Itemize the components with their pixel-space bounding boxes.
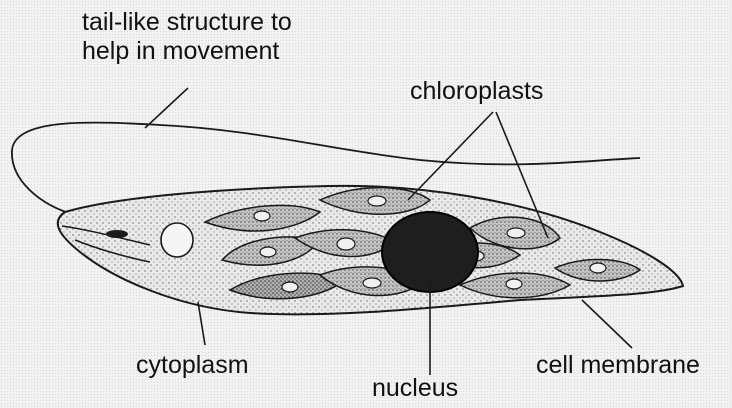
leader-line-tail bbox=[145, 88, 188, 128]
pyrenoid bbox=[260, 247, 276, 257]
pyrenoid bbox=[337, 238, 355, 250]
cytoplasm-label: cytoplasm bbox=[136, 351, 249, 380]
eyespot bbox=[106, 230, 128, 238]
pyrenoid bbox=[254, 211, 270, 221]
pyrenoid bbox=[282, 282, 298, 292]
pyrenoid bbox=[507, 228, 525, 238]
pyrenoid bbox=[590, 263, 606, 273]
pyrenoid bbox=[368, 196, 386, 206]
leader-line-chloroplast-a bbox=[408, 112, 493, 200]
leader-line-cytoplasm bbox=[198, 302, 205, 345]
cell-membrane-label: cell membrane bbox=[536, 351, 700, 380]
chloroplasts-label: chloroplasts bbox=[410, 77, 543, 106]
contractile-vacuole bbox=[161, 223, 193, 257]
tail-label: tail-like structure to help in movement bbox=[82, 8, 292, 66]
tail-label-line1: tail-like structure to bbox=[82, 8, 292, 37]
tail-label-line2: help in movement bbox=[82, 37, 292, 66]
pyrenoid bbox=[506, 279, 522, 289]
pyrenoid bbox=[363, 278, 381, 288]
nucleus-body bbox=[382, 212, 478, 292]
nucleus-label: nucleus bbox=[372, 374, 458, 403]
leader-line-membrane bbox=[582, 300, 632, 348]
